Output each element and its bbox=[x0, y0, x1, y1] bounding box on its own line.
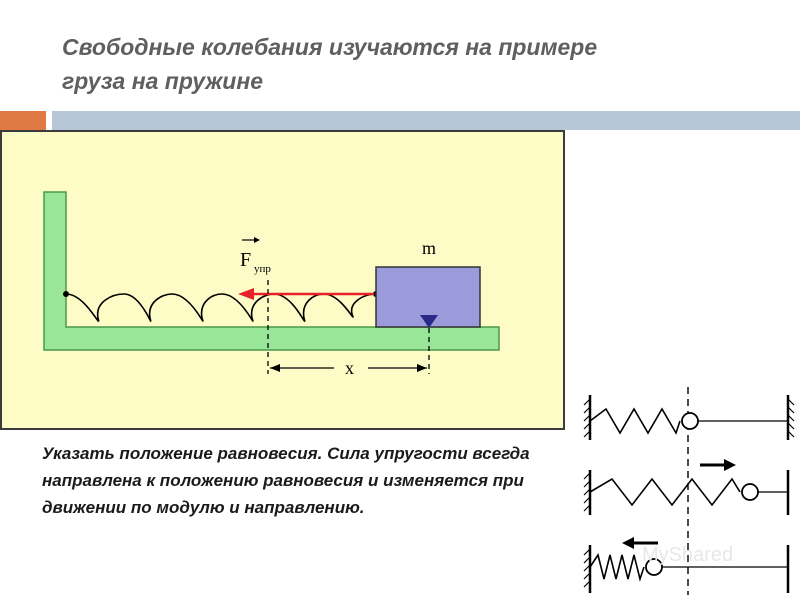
row-equilibrium bbox=[583, 395, 795, 440]
body-text: Указать положение равновесия. Сила упруг… bbox=[42, 444, 530, 517]
row-stretched bbox=[583, 459, 790, 515]
x-arrow-left-head bbox=[270, 364, 280, 372]
spring-2 bbox=[589, 477, 741, 507]
title-line-2: груза на пружине bbox=[62, 68, 264, 94]
arrow-right-head bbox=[724, 459, 736, 471]
spring-1 bbox=[589, 407, 681, 435]
title-rule bbox=[52, 111, 800, 130]
oscillation-positions-diagram: MyShared bbox=[583, 387, 795, 595]
x-arrow-right-head bbox=[417, 364, 427, 372]
title-line-1: Свободные колебания изучаются на примере bbox=[62, 34, 598, 60]
position-marker bbox=[420, 315, 438, 328]
spring-mass-figure: m F упр x bbox=[0, 130, 565, 430]
ball-2 bbox=[741, 483, 759, 501]
arrow-left-head bbox=[622, 537, 634, 549]
watermark: MyShared bbox=[642, 544, 733, 566]
force-arrow-head bbox=[238, 288, 254, 300]
displacement-label: x bbox=[345, 358, 354, 378]
force-label: F bbox=[240, 249, 251, 271]
ball-1 bbox=[681, 412, 699, 430]
spring-3 bbox=[589, 553, 645, 582]
mass-label: m bbox=[422, 238, 436, 258]
spring bbox=[65, 293, 377, 322]
force-subscript: упр bbox=[254, 263, 271, 275]
wall-stand bbox=[43, 191, 500, 351]
row-compressed bbox=[583, 537, 790, 593]
force-vector-bar-head bbox=[254, 237, 260, 243]
spring-mass-drawing: m F упр x bbox=[43, 191, 500, 378]
accent-bar bbox=[0, 111, 46, 130]
slide-title: Свободные колебания изучаются на примере… bbox=[62, 30, 762, 98]
spring-anchor-left bbox=[63, 291, 69, 297]
